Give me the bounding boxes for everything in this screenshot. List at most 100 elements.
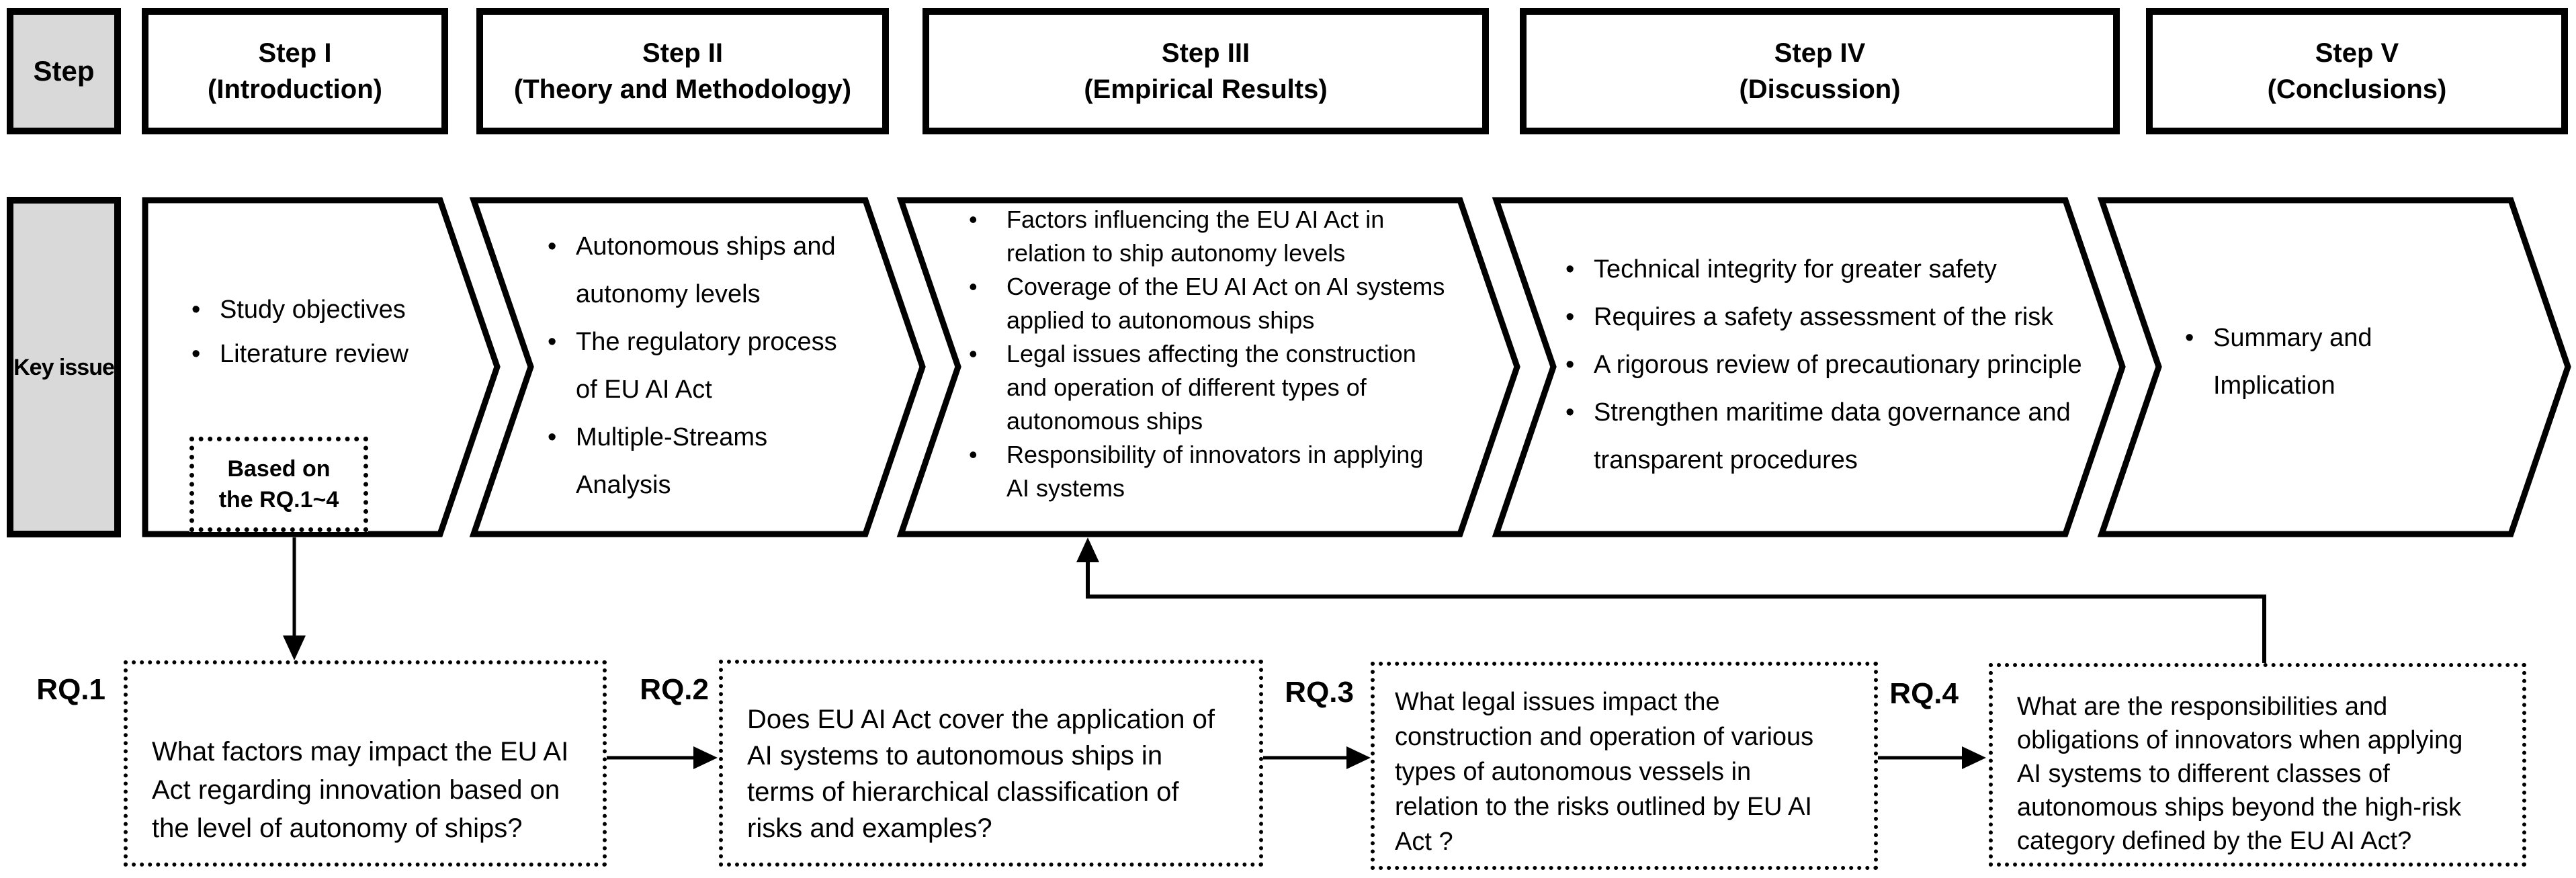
bullet-icon: • <box>969 340 978 367</box>
based-on-note-line2: the RQ.1~4 <box>218 487 339 513</box>
bullet-icon: • <box>969 206 978 233</box>
bullet-text: Legal issues affecting the construction <box>1006 340 1416 367</box>
rq-text-line: obligations of innovators when applying <box>2017 726 2463 754</box>
rq-text-line: AI systems to different classes of <box>2017 760 2390 788</box>
bullet-line: •Technical integrity for greater safety <box>1565 246 2096 294</box>
bullet-icon: • <box>548 232 557 261</box>
bullet-text: Literature review <box>220 340 409 368</box>
rq-text-line: AI systems to autonomous ships in <box>747 741 1163 771</box>
rq-text-line: category defined by the EU AI Act? <box>2017 827 2412 855</box>
rq-text-line: autonomous ships beyond the high-risk <box>2017 793 2462 822</box>
step5-title: Step V <box>2315 38 2399 68</box>
rq-text-line: What factors may impact the EU AI <box>152 737 569 766</box>
header-step3-box: Step III (Empirical Results) <box>922 8 1489 134</box>
bullet-text: of EU AI Act <box>576 376 712 404</box>
step3-subtitle: (Empirical Results) <box>1084 75 1328 104</box>
step1-subtitle: (Introduction) <box>208 75 382 104</box>
bullet-text: Study objectives <box>220 296 406 324</box>
rq-text-line: the level of autonomy of ships? <box>152 814 523 843</box>
arrowhead-rq3-to-rq4 <box>1962 746 1986 769</box>
bullet-line: and operation of different types of <box>969 371 1479 404</box>
bullet-line: relation to ship autonomy levels <box>969 236 1479 270</box>
based-on-note-line1: Based on <box>227 456 331 482</box>
key-issue-row-label-box: Key issue <box>7 197 121 537</box>
rq-text-line: risks and examples? <box>747 814 992 843</box>
step4-title: Step IV <box>1774 38 1866 68</box>
step3-title: Step III <box>1161 38 1250 68</box>
bullet-line: • Literature review <box>191 332 460 376</box>
bullet-icon: • <box>969 441 978 468</box>
bullet-text: Requires a safety assessment of the risk <box>1594 303 2054 331</box>
step-row-label: Step <box>33 55 95 87</box>
rq1-box: What factors may impact the EU AI Act reg… <box>124 660 607 867</box>
rq1-label: RQ.1 <box>36 673 105 706</box>
bullet-icon: • <box>191 340 201 368</box>
bullet-icon: • <box>548 328 557 356</box>
rq-text-line: types of autonomous vessels in <box>1395 758 1752 786</box>
bullet-text: Responsibility of innovators in applying <box>1006 441 1424 468</box>
bullet-icon: • <box>1565 398 1575 427</box>
rq-text-line: relation to the risks outlined by EU AI <box>1395 793 1812 821</box>
bullet-line: •Summary and <box>2185 314 2507 362</box>
rq-text-line: Act regarding innovation based on <box>152 775 560 805</box>
chevron-step1-bullets: • Study objectives • Literature review <box>191 288 460 376</box>
chevron-step2-bullets: • Autonomous ships and autonomy levels •The… <box>548 223 897 509</box>
arrowhead-step1-to-rq1 <box>283 635 306 660</box>
rq3-box: What legal issues impact the construction… <box>1371 662 1878 870</box>
bullet-line: • Autonomous ships and <box>548 223 897 271</box>
arrowhead-rq2-to-rq3 <box>1346 746 1371 769</box>
header-step1-box: Step I (Introduction) <box>142 8 448 134</box>
bullet-icon: • <box>1565 303 1575 331</box>
bullet-line: of EU AI Act <box>548 366 897 414</box>
step-row-label-box: Step <box>7 8 121 134</box>
bullet-line: Analysis <box>548 462 897 509</box>
bullet-line: • Strengthen maritime data governance and <box>1565 389 2096 437</box>
bullet-text: autonomy levels <box>576 280 761 308</box>
chevron-shape-step4 <box>1492 197 2126 537</box>
rq3-text: What legal issues impact the construction… <box>1375 666 1874 859</box>
bullet-text: Strengthen maritime data governance and <box>1594 398 2071 427</box>
bullet-line: • Coverage of the EU AI Act on AI systems <box>969 270 1479 304</box>
bullet-line: applied to autonomous ships <box>969 304 1479 337</box>
rq-text-line: What legal issues impact the <box>1395 688 1720 716</box>
bullet-text: Technical integrity for greater safety <box>1594 255 1997 283</box>
bullet-text: Analysis <box>576 471 671 499</box>
bullet-text: A rigorous review of precautionary princ… <box>1594 351 2082 379</box>
key-issue-row-label: Key issue <box>13 354 115 380</box>
chevron-shape-step5 <box>2097 197 2571 537</box>
bullet-text: Coverage of the EU AI Act on AI systems <box>1006 273 1445 300</box>
bullet-text: Multiple-Streams <box>576 423 768 451</box>
bullet-line: •The regulatory process <box>548 318 897 366</box>
bullet-text: Autonomous ships and <box>576 232 836 261</box>
bullet-icon: • <box>1565 351 1575 379</box>
rq2-label: RQ.2 <box>640 673 709 706</box>
bullet-line: • Requires a safety assessment of the ris… <box>1565 294 2096 341</box>
rq-text-line: construction and operation of various <box>1395 723 1814 751</box>
bullet-text: autonomous ships <box>1006 407 1203 435</box>
header-step5-box: Step V (Conclusions) <box>2146 8 2568 134</box>
header-step4-box: Step IV (Discussion) <box>1520 8 2120 134</box>
bullet-line: Implication <box>2185 362 2507 410</box>
rq1-text: What factors may impact the EU AI Act reg… <box>128 664 603 848</box>
chevron-shape-step3 <box>896 197 1520 537</box>
step5-subtitle: (Conclusions) <box>2267 75 2447 104</box>
arrow-rq4-to-step3-feedback <box>1086 559 2266 663</box>
bullet-icon: • <box>969 273 978 300</box>
bullet-text: relation to ship autonomy levels <box>1006 239 1346 267</box>
step2-title: Step II <box>642 38 724 68</box>
rq4-label: RQ.4 <box>1889 677 1959 710</box>
chevron-step4-bullets: •Technical integrity for greater safety•… <box>1565 246 2096 484</box>
bullet-text: Implication <box>2213 371 2335 400</box>
rq3-label: RQ.3 <box>1285 676 1354 709</box>
bullet-icon: • <box>191 296 201 324</box>
bullet-line: autonomous ships <box>969 404 1479 438</box>
bullet-line: • Responsibility of innovators in applyin… <box>969 438 1479 472</box>
bullet-line: autonomy levels <box>548 271 897 318</box>
bullet-icon: • <box>548 423 557 451</box>
